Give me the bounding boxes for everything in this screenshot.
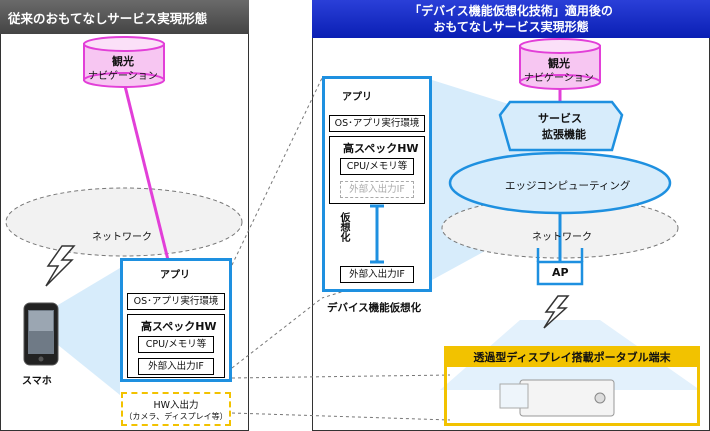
- wireless-bolt-right-icon: [543, 295, 570, 329]
- virtualization-bracket: [370, 204, 384, 264]
- cpu-memory-box-left: CPU/メモリ等: [138, 336, 214, 353]
- tourism-nav-cylinder-left: [83, 36, 165, 88]
- external-io-box-faded: 外部入出力IF: [340, 181, 414, 198]
- dashed-connector-2: [231, 297, 323, 369]
- tourism-nav-left-line1: 観光: [112, 55, 134, 68]
- app-label-left: アプリ: [160, 270, 190, 281]
- os-env-box-left: OS･アプリ実行環境: [127, 293, 225, 310]
- nav-link-left: [122, 81, 172, 269]
- hw-io-line2: （カメラ、ディスプレイ等）: [124, 412, 228, 421]
- network-cloud-left: [5, 187, 243, 257]
- tourism-nav-right-line2: ナビゲーション: [524, 73, 594, 84]
- access-point-icon: [536, 248, 584, 286]
- ap-label: AP: [552, 266, 569, 279]
- service-extension-hexagon: [498, 100, 624, 152]
- smartphone-label: スマホ: [22, 376, 52, 387]
- tourism-nav-left-line2: ナビゲーション: [88, 71, 158, 82]
- right-panel-title: 「デバイス機能仮想化技術」適用後の おもてなしサービス実現形態: [312, 0, 710, 38]
- device-virtualization-label: デバイス機能仮想化: [327, 302, 422, 314]
- dashed-connector-4: [231, 412, 451, 421]
- projection-wedge-left: [58, 268, 120, 395]
- service-extension-line1: サービス: [538, 112, 582, 125]
- external-io-box-left: 外部入出力IF: [138, 358, 214, 375]
- high-spec-hw-label-right: 高スペックHW: [343, 142, 419, 155]
- os-env-box-right: OS･アプリ実行環境: [329, 115, 425, 132]
- wireless-bolt-left-icon: [45, 245, 76, 287]
- hw-io-line1: HW入出力: [153, 400, 199, 411]
- network-label-left: ネットワーク: [92, 232, 152, 243]
- smartphone-icon: [23, 302, 59, 366]
- dashed-connector-1: [231, 77, 323, 266]
- portable-terminal-title: 透過型ディスプレイ搭載ポータブル端末: [447, 349, 697, 367]
- portable-terminal-icon: [499, 379, 615, 417]
- hw-io-box: HW入出力 （カメラ、ディスプレイ等）: [121, 392, 231, 426]
- portable-terminal-box: 透過型ディスプレイ搭載ポータブル端末: [444, 346, 700, 426]
- service-extension-line2: 拡張機能: [542, 128, 586, 141]
- left-panel-title: 従来のおもてなしサービス実現形態: [0, 0, 249, 34]
- dashed-connector-3: [231, 374, 451, 379]
- right-title-line1: 「デバイス機能仮想化技術」適用後の: [409, 4, 613, 18]
- cpu-memory-box-right: CPU/メモリ等: [340, 158, 414, 175]
- tourism-nav-cylinder-right: [519, 38, 601, 90]
- edge-computing-label: エッジコンピューティング: [505, 180, 631, 192]
- tourism-nav-right-line1: 観光: [548, 57, 570, 70]
- network-label-right: ネットワーク: [532, 232, 592, 243]
- external-io-box-right: 外部入出力IF: [340, 266, 414, 283]
- virtualization-label: 仮想化: [338, 212, 349, 242]
- high-spec-hw-label-left: 高スペックHW: [141, 320, 217, 333]
- app-label-right: アプリ: [342, 92, 372, 103]
- right-title-line2: おもてなしサービス実現形態: [433, 20, 589, 34]
